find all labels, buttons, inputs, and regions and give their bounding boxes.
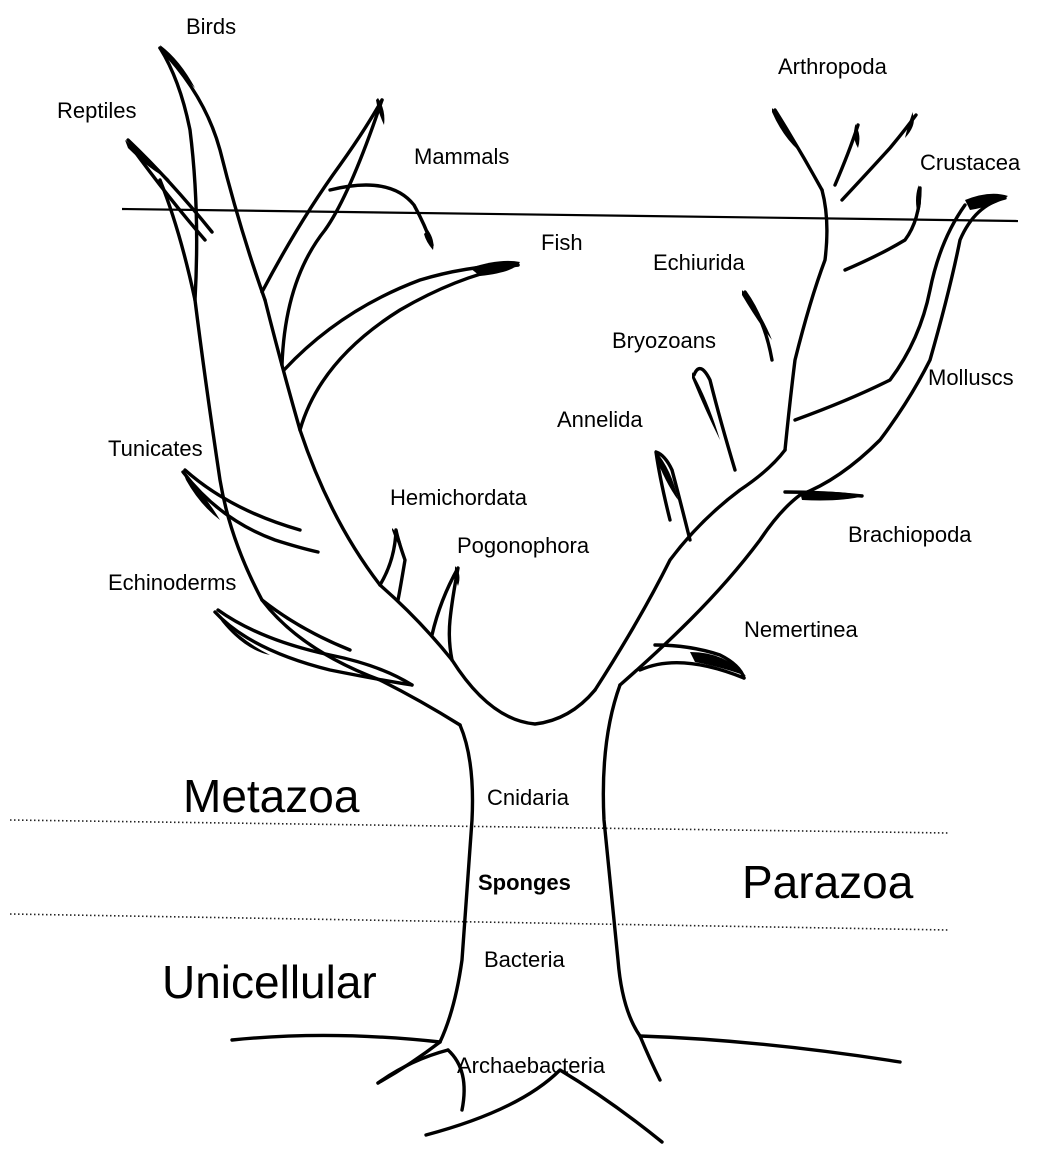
label-brachiopoda: Brachiopoda [848, 522, 972, 547]
label-tunicates: Tunicates [108, 436, 203, 461]
label-echiurida: Echiurida [653, 250, 745, 275]
label-cnidaria: Cnidaria [487, 785, 570, 810]
label-mammals: Mammals [414, 144, 509, 169]
label-bacteria: Bacteria [484, 947, 565, 972]
label-nemertinea: Nemertinea [744, 617, 858, 642]
label-crustacea: Crustacea [920, 150, 1021, 175]
label-hemichordata: Hemichordata [390, 485, 528, 510]
label-archaebacteria: Archaebacteria [457, 1053, 606, 1078]
label-reptiles: Reptiles [57, 98, 136, 123]
label-annelida: Annelida [557, 407, 643, 432]
label-pogonophora: Pogonophora [457, 533, 590, 558]
region-label-parazoa: Parazoa [742, 856, 914, 908]
right-limb [595, 110, 1005, 690]
parazoa-unicellular-divider [10, 914, 948, 930]
label-birds: Birds [186, 14, 236, 39]
label-bryozoans: Bryozoans [612, 328, 716, 353]
region-label-metazoa: Metazoa [183, 770, 360, 822]
label-sponges: Sponges [478, 870, 571, 895]
label-fish: Fish [541, 230, 583, 255]
label-arthropoda: Arthropoda [778, 54, 888, 79]
label-molluscs: Molluscs [928, 365, 1014, 390]
roots [232, 1035, 900, 1142]
metazoa-parazoa-divider [10, 820, 948, 833]
region-label-unicellular: Unicellular [162, 956, 377, 1008]
surface-line [122, 209, 1018, 221]
branch-tips [125, 45, 1008, 676]
label-echinoderms: Echinoderms [108, 570, 236, 595]
